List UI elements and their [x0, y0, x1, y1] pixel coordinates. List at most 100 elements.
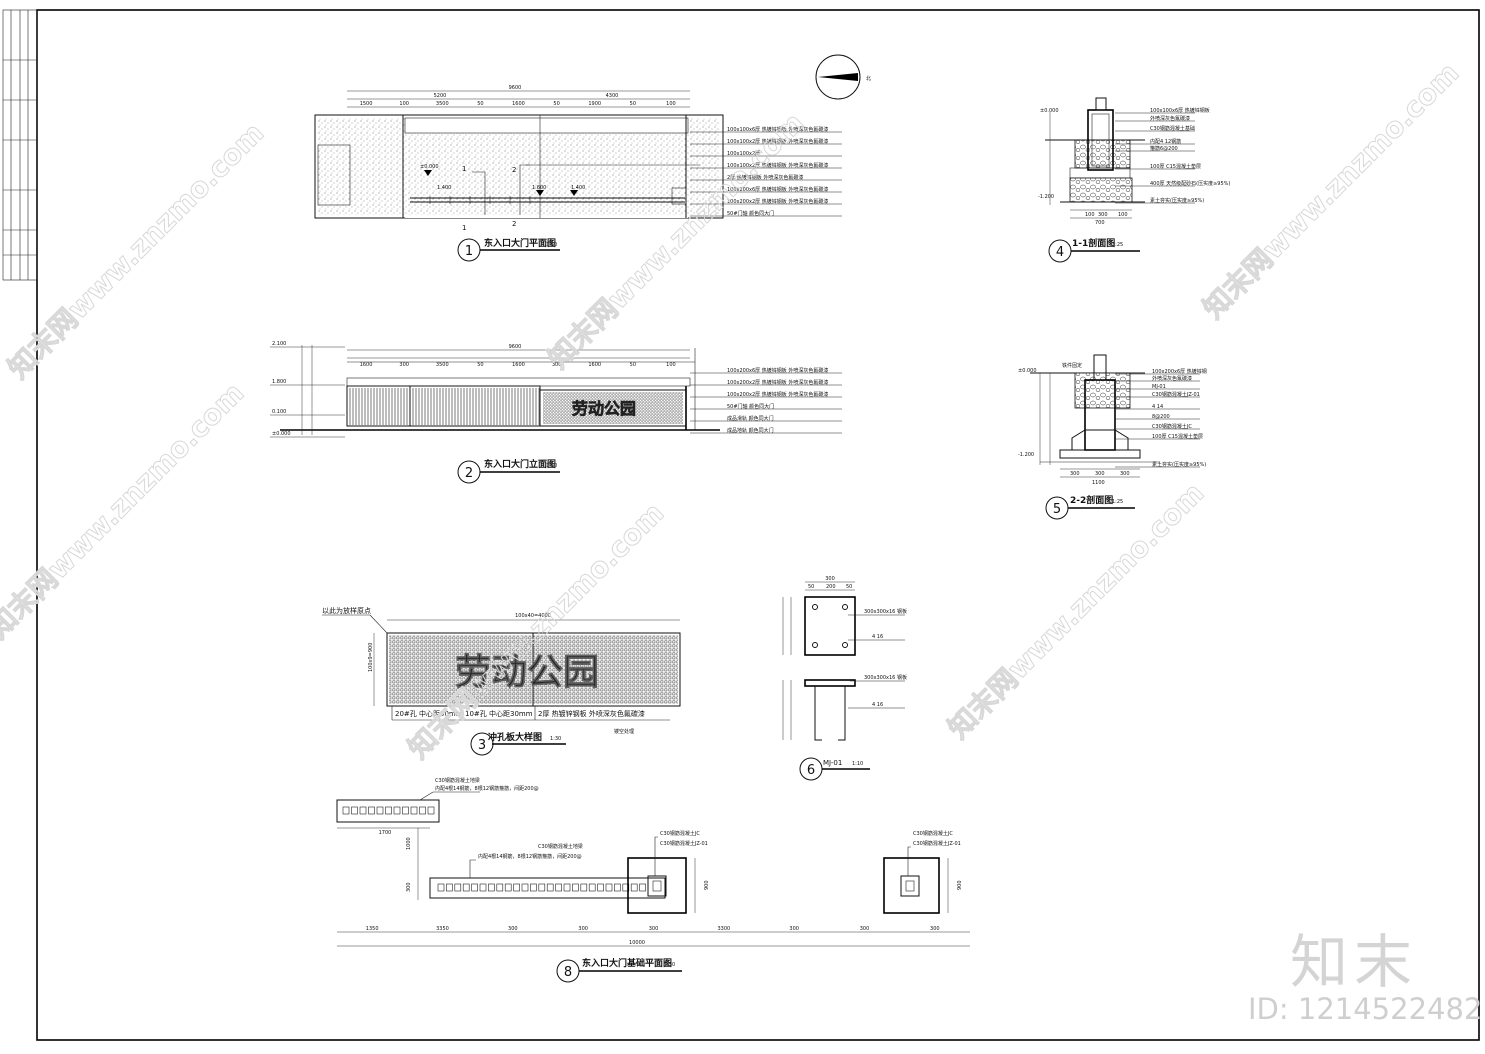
d2-level: 2.100 [272, 341, 286, 347]
anchor-box [351, 806, 358, 815]
anchor-box [504, 883, 512, 892]
anchor-box [368, 806, 375, 815]
watermark-layer: 知末网www.znzmo.com 知末网www.znzmo.com 知末网www… [0, 56, 1466, 766]
anchor-box [605, 883, 613, 892]
d6-dim-2: 200 [826, 584, 836, 590]
d8-seg-dim: 3300 [717, 926, 730, 932]
d6-dim-3: 50 [846, 584, 852, 590]
d4-leader-text: 外喷深灰色氟碳漆 [1150, 115, 1190, 122]
d4-dim-2: 300 [1098, 212, 1108, 218]
brand-logo-text: 知末 [1290, 928, 1419, 996]
d3-sign-outline: 劳动公园 [455, 652, 599, 693]
d2-leader-text: 50#门轴 颜色同大门 [727, 403, 774, 410]
anchor-box [538, 883, 546, 892]
d4-leader-text: 100厚 C15混凝土垫层 [1150, 163, 1201, 170]
d5-scale: 1:25 [1112, 499, 1123, 505]
d3-hollow: 镂空处理 [614, 728, 634, 735]
d5-leader-text: C30钢筋混凝土JZ-01 [1152, 391, 1200, 398]
anchor-box [521, 883, 529, 892]
d1-scale: 1:50 [546, 242, 557, 248]
d3-scale: 1:30 [550, 736, 561, 742]
d1-leader-text: 100x100x2厚 [727, 151, 760, 157]
d4-leader-text: 内配4 12钢筋 [1150, 138, 1181, 145]
d2-sign: 劳动公园 [572, 399, 636, 418]
d8-side-1: 1000 [406, 837, 412, 850]
d4-number: 4 [1056, 245, 1064, 260]
d5-leader-text: 100x200x6厚 热镀锌钢 [1152, 368, 1207, 375]
d5-leader-text: 4 14 [1152, 404, 1163, 410]
title-strip-lines [3, 10, 37, 280]
d8-seg-dim: 300 [930, 926, 940, 932]
d1-number: 1 [465, 244, 473, 259]
d5-number: 5 [1053, 502, 1061, 517]
d4-title: 1-1剖面图 [1072, 237, 1115, 249]
d1-title: 东入口大门平面图 [484, 237, 556, 249]
d2-level: 1.800 [272, 379, 286, 385]
drawing-8-foundation-plan: 1700 1000 300 900 900 C30钢筋混凝土地梁 内配4根14钢… [336, 777, 970, 983]
d5-leader-text: 100厚 C15混凝土垫层 [1152, 433, 1203, 440]
svg-text:2: 2 [512, 220, 516, 228]
anchor-box [359, 806, 367, 815]
d8-note-0: C30钢筋混凝土地梁 [435, 777, 480, 784]
d5-leader-text: 素土夯实(压实度≥95%) [1152, 461, 1206, 468]
d1-seg-dim: 50 [477, 101, 483, 107]
drawing-1-gate-plan: ±0.000 1.400 1.600 1.400 1 1 2 2 9600 52… [314, 85, 842, 262]
d5-dim-1: 300 [1070, 471, 1080, 477]
d4-leader-text: 箍筋6@200 [1150, 145, 1178, 152]
d4-level-top: ±0.000 [1040, 108, 1059, 114]
anchor-box [462, 883, 470, 892]
anchor-box [488, 883, 495, 892]
d3-title: 冲孔板大样图 [488, 731, 542, 743]
d6-scale: 1:10 [852, 761, 863, 767]
d1-level-2: 1.600 [532, 185, 546, 191]
anchor-box [479, 883, 487, 892]
d5-level-top: ±0.000 [1018, 368, 1037, 374]
d8-note-2: C30钢筋混凝土JC [660, 830, 700, 837]
north-label: 北 [866, 75, 871, 82]
d1-leader-text: 100x100x6厚 热镀锌钢板 外喷深灰色氟碳漆 [727, 126, 828, 133]
anchor-box [393, 806, 401, 815]
d2-title: 东入口大门立面图 [484, 458, 556, 470]
anchor-box [555, 883, 562, 892]
d1-leader-text: 100x200x6厚 热镀锌钢板 外喷深灰色氟碳漆 [727, 186, 828, 193]
d8-title: 东入口大门基础平面图 [582, 957, 672, 969]
d1-seg-dim: 50 [553, 101, 559, 107]
d8-seg-dim: 1350 [366, 926, 379, 932]
d1-seg-dim: 1900 [588, 101, 601, 107]
d6-note-2: 300x300x16 钢板 [864, 674, 907, 681]
d4-leader-text: 100x100x6厚 热镀锌钢板 [1150, 107, 1210, 114]
d6-note-1: 4 16 [872, 634, 883, 640]
d1-level-0: ±0.000 [420, 164, 439, 170]
d2-leader-text: 100x200x6厚 热镀锌钢板 外喷深灰色氟碳漆 [727, 367, 828, 374]
d1-seg-dim: 50 [630, 101, 636, 107]
d4-dim-0: 700 [1095, 220, 1105, 226]
d6-note-3: 4 16 [872, 702, 883, 708]
d4-dim-3: 100 [1118, 212, 1128, 218]
d8-seg-dim: 300 [789, 926, 799, 932]
anchor-box [496, 883, 504, 892]
d8-side-3b: 900 [957, 880, 963, 890]
anchor-box [639, 883, 646, 892]
d1-leader-text: 2厚 热镀锌钢板 外喷深灰色氟碳漆 [727, 174, 803, 181]
d8-side-3: 900 [704, 880, 710, 890]
d8-scale: 1:50 [664, 962, 675, 968]
d2-seg-dim: 1600 [360, 362, 373, 368]
d2-seg-dim: 3500 [436, 362, 449, 368]
d8-side-0: 1700 [379, 830, 392, 836]
svg-text:1: 1 [462, 165, 466, 173]
d8-note-0b: C30钢筋混凝土地梁 [538, 843, 583, 850]
anchor-box [580, 883, 588, 892]
svg-text:1: 1 [462, 224, 466, 232]
d1-dim-right: 4300 [606, 93, 619, 99]
d2-leader-text: 100x200x2厚 热镀锌钢板 外喷深灰色氟碳漆 [727, 379, 828, 386]
d2-leader-text: 成品地轨 颜色同大门 [727, 427, 774, 434]
anchor-box [513, 883, 520, 892]
anchor-box [446, 883, 453, 892]
d8-seg-dim: 300 [578, 926, 588, 932]
d1-level-1: 1.400 [437, 185, 451, 191]
d2-leader-text: 成品滑轨 颜色同大门 [727, 415, 774, 422]
d4-dim-1: 100 [1085, 212, 1095, 218]
d4-leader-text: 400厚 天然级配砂石(压实度≥95%) [1150, 180, 1230, 187]
d5-level-bottom: -1.200 [1018, 452, 1034, 458]
